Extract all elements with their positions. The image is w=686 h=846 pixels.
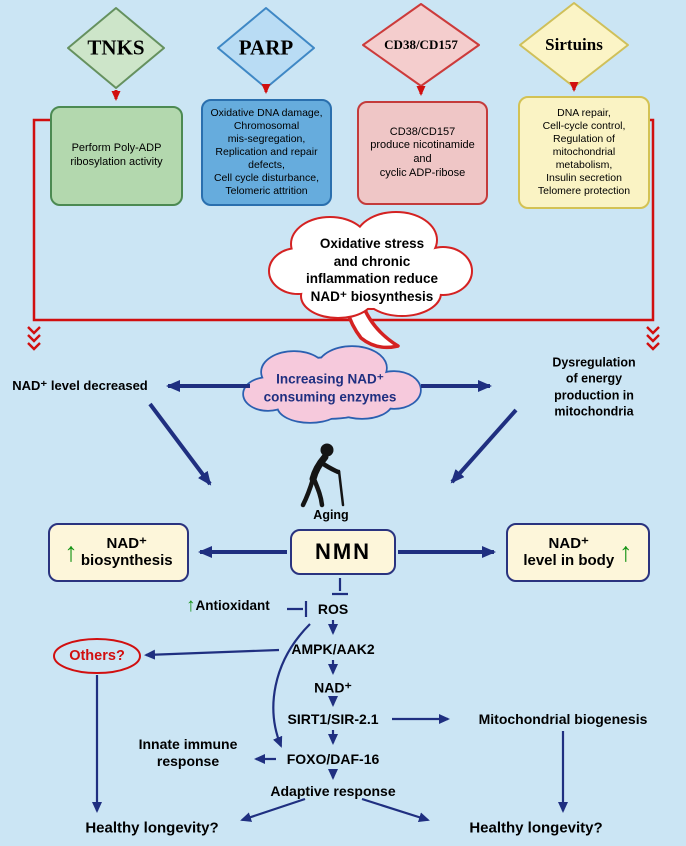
dashed-chevrons-right <box>646 326 660 351</box>
stress-cloud-shape <box>268 211 473 350</box>
nad-biosynthesis-label: NAD⁺ biosynthesis <box>80 534 173 569</box>
others-oval <box>53 638 141 674</box>
label-dysregulation: Dysregulation of energy production in mi… <box>552 355 636 419</box>
diamond-label-parp: PARP <box>238 35 294 60</box>
node-ampk-aak2: AMPK/AAK2 <box>291 641 375 657</box>
person-arm <box>319 460 341 475</box>
arrow-adaptive-to-healthy-right <box>361 797 430 823</box>
enzymes-cloud-shape <box>242 345 422 424</box>
arrow-bypass-to-foxo <box>272 623 311 748</box>
diamond-label-sirtuins: Sirtuins <box>545 35 603 54</box>
arrow-ampk-to-others <box>144 648 280 660</box>
node-foxo-daf16: FOXO/DAF-16 <box>286 751 380 767</box>
person-front-leg <box>311 476 325 508</box>
inhibit-nmn-ros <box>332 578 348 596</box>
arrow-left-to-aging <box>148 402 212 486</box>
node-ros: ROS <box>317 601 349 617</box>
diamond-label-cd38: CD38/CD157 <box>384 37 458 52</box>
person-head <box>320 443 334 457</box>
green-up-arrow-icon: ↑ <box>619 536 633 567</box>
thick-navy-arrows <box>148 380 518 558</box>
stress-cloud-text: Oxidative stress and chronic inflammatio… <box>305 235 439 304</box>
label-nad-level-decreased: NAD⁺ level decreased <box>12 378 148 393</box>
diamond-to-box-arrows <box>111 82 579 101</box>
antioxidant-label: Antioxidant <box>195 598 270 614</box>
green-up-arrow-icon: ↑ <box>186 595 196 616</box>
node-nad: NAD⁺ <box>314 679 352 696</box>
nad-level-label: NAD⁺ level in body <box>523 534 615 569</box>
red-bracket-line <box>27 118 660 351</box>
nad-biosynthesis-box: ↑ NAD⁺ biosynthesis <box>48 523 189 582</box>
enzyme-diamonds <box>67 2 629 89</box>
dashed-chevrons-left <box>27 326 41 351</box>
person-torso <box>309 453 329 483</box>
nmn-box: NMN <box>290 529 396 575</box>
arrow-adaptive-to-healthy-left <box>240 797 306 822</box>
cause-box-tnks: Perform Poly-ADP ribosylation activity <box>50 106 183 206</box>
nad-level-box: NAD⁺ level in body ↑ <box>506 523 650 582</box>
node-others: Others? <box>69 648 125 664</box>
nmn-label: NMN <box>314 539 372 564</box>
inhibit-antioxidant-ros <box>287 601 308 617</box>
node-adaptive-response: Adaptive response <box>270 783 396 799</box>
node-healthy-longevity-right: Healthy longevity? <box>469 819 603 837</box>
pathway-arrows <box>92 620 568 823</box>
inhibition-lines <box>287 578 348 617</box>
diamond-label-tnks: TNKS <box>87 35 145 60</box>
antioxidant-group: ↑ Antioxidant <box>186 595 270 616</box>
node-innate-immune-response: Innate immune response <box>138 736 238 769</box>
node-mitochondrial-biogenesis: Mitochondrial biogenesis <box>478 711 648 727</box>
arrow-right-to-aging <box>450 408 518 484</box>
cause-box-parp: Oxidative DNA damage, Chromosomal mis-se… <box>201 99 332 206</box>
person-back-leg <box>300 476 316 508</box>
diamond-tnks <box>67 7 165 89</box>
person-cane <box>337 469 345 507</box>
stress-cloud-tail <box>345 306 400 350</box>
label-aging: Aging <box>313 508 349 522</box>
enzymes-cloud-text: Increasing NAD⁺ consuming enzymes <box>263 371 397 404</box>
cause-box-sirtuins: DNA repair, Cell-cycle control, Regulati… <box>518 96 650 209</box>
cause-box-cd38: CD38/CD157 produce nicotinamide and cycl… <box>357 101 488 205</box>
node-sirt1-sir21: SIRT1/SIR-2.1 <box>287 711 379 727</box>
aging-person-icon <box>300 443 345 508</box>
green-up-arrow-icon: ↑ <box>64 536 78 567</box>
node-healthy-longevity-left: Healthy longevity? <box>85 819 219 837</box>
